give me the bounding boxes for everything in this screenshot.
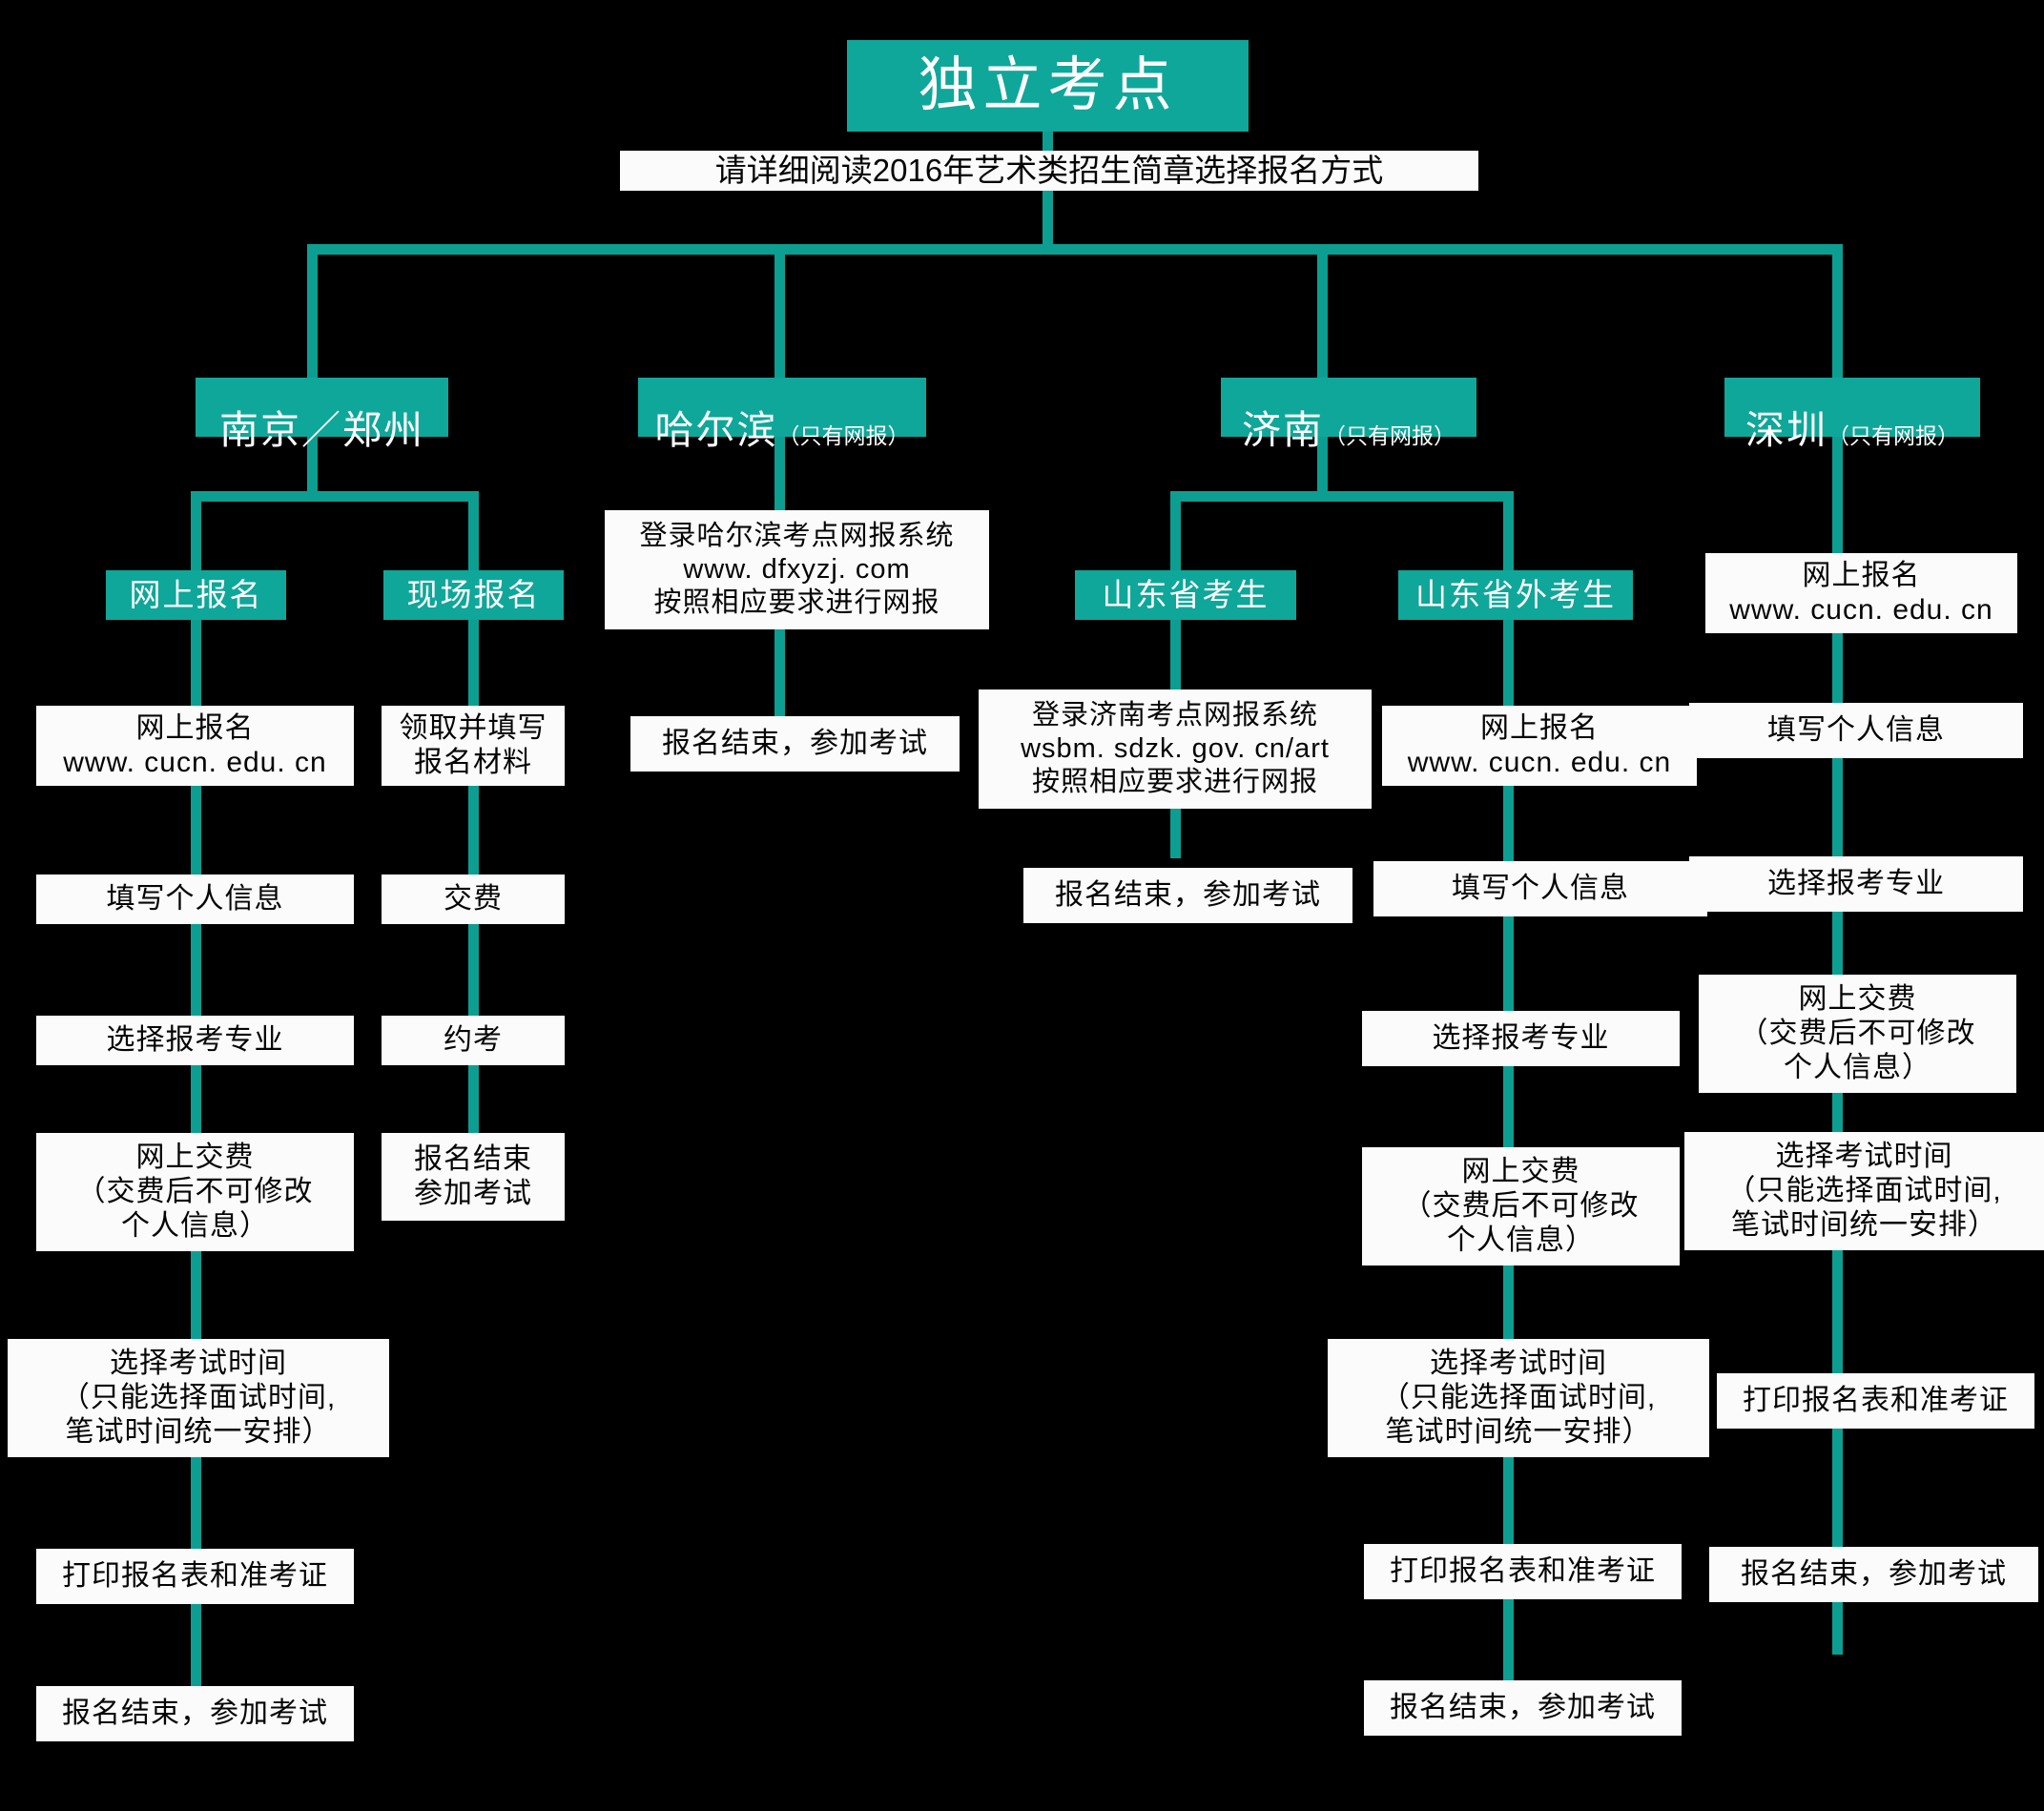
step-nanjing-onsite-2: 交费 <box>382 875 565 924</box>
step-shenzhen-4: 网上交费 （交费后不可修改 个人信息） <box>1699 975 2016 1093</box>
step-nanjing-onsite-3-text: 约考 <box>444 1024 503 1056</box>
step-jinan-outside-5: 选择考试时间 （只能选择面试时间, 笔试时间统一安排） <box>1328 1339 1709 1457</box>
step-jinan-outside-7-text: 报名结束，参加考试 <box>1390 1692 1656 1723</box>
step-jinan-outside-1: 网上报名 www. cucn. edu. cn <box>1382 706 1697 786</box>
branch-header-shenzhen[interactable]: 深圳（只有网报） <box>1724 378 1980 452</box>
connector-jinan-split-bus <box>1170 491 1514 502</box>
step-nanjing-online-7-text: 报名结束，参加考试 <box>62 1698 328 1729</box>
step-jinan-inside-2-text: 报名结束，参加考试 <box>1055 879 1321 911</box>
step-nanjing-onsite-3: 约考 <box>382 1016 565 1065</box>
step-nanjing-online-4-text: 网上交费 （交费后不可修改 个人信息） <box>76 1142 314 1242</box>
branch-header-nanjing-label: 南京／郑州 <box>219 408 424 452</box>
connector-jinan-outside-drop <box>1503 491 1514 601</box>
step-shenzhen-7-text: 报名结束，参加考试 <box>1741 1558 2007 1590</box>
step-shenzhen-4-text: 网上交费 （交费后不可修改 个人信息） <box>1739 983 1976 1083</box>
connector-nanjing-onsite-spine <box>468 591 479 1144</box>
step-nanjing-onsite-1: 领取并填写 报名材料 <box>382 706 565 786</box>
step-jinan-outside-5-text: 选择考试时间 （只能选择面试时间, 笔试时间统一安排） <box>1380 1348 1657 1448</box>
step-harbin-1-text: 登录哈尔滨考点网报系统 www. dfxyzj. com 按照相应要求进行网报 <box>639 521 955 618</box>
connector-title-to-subtitle <box>1043 130 1053 154</box>
step-jinan-outside-3-text: 选择报考专业 <box>1432 1022 1610 1054</box>
step-shenzhen-1-text: 网上报名 www. cucn. edu. cn <box>1729 560 1993 626</box>
branch-header-shenzhen-label: 深圳 <box>1745 408 1827 452</box>
step-shenzhen-5: 选择考试时间 （只能选择面试时间, 笔试时间统一安排） <box>1684 1132 2044 1250</box>
branch-header-nanjing-online-label: 网上报名 <box>129 577 263 613</box>
branch-header-jinan-inside[interactable]: 山东省考生 <box>1075 570 1296 620</box>
step-nanjing-online-6-text: 打印报名表和准考证 <box>62 1560 328 1592</box>
branch-header-jinan-outside-label: 山东省外考生 <box>1415 577 1616 613</box>
branch-header-jinan-outside[interactable]: 山东省外考生 <box>1398 570 1633 620</box>
step-nanjing-online-2: 填写个人信息 <box>36 875 354 924</box>
connector-nanjing-split-bus <box>191 491 479 502</box>
step-jinan-outside-2-text: 填写个人信息 <box>1452 873 1629 904</box>
step-nanjing-online-1: 网上报名 www. cucn. edu. cn <box>36 706 354 786</box>
step-jinan-outside-4: 网上交费 （交费后不可修改 个人信息） <box>1362 1147 1680 1266</box>
branch-header-shenzhen-note: （只有网报） <box>1827 423 1959 448</box>
diagram-title: 独立考点 <box>847 40 1249 132</box>
step-nanjing-online-3-text: 选择报考专业 <box>106 1024 284 1056</box>
connector-nanjing-online-drop <box>191 491 201 601</box>
step-jinan-inside-2: 报名结束，参加考试 <box>1023 868 1352 923</box>
connector-jinan-down <box>1317 434 1328 496</box>
connector-jinan-inside-drop <box>1170 491 1181 601</box>
branch-header-jinan-inside-label: 山东省考生 <box>1102 577 1270 613</box>
diagram-title-text: 独立考点 <box>918 51 1178 118</box>
connector-bus-to-shenzhen <box>1832 244 1843 378</box>
step-nanjing-onsite-2-text: 交费 <box>444 883 503 915</box>
connector-bus-to-jinan <box>1317 244 1328 378</box>
step-harbin-1: 登录哈尔滨考点网报系统 www. dfxyzj. com 按照相应要求进行网报 <box>605 510 989 629</box>
step-harbin-2-text: 报名结束，参加考试 <box>662 728 928 759</box>
step-nanjing-onsite-4: 报名结束 参加考试 <box>382 1133 565 1221</box>
branch-header-harbin-label: 哈尔滨 <box>654 408 778 452</box>
branch-header-jinan-note: （只有网报） <box>1324 423 1456 448</box>
step-shenzhen-5-text: 选择考试时间 （只能选择面试时间, 笔试时间统一安排） <box>1726 1141 2002 1241</box>
step-jinan-outside-3: 选择报考专业 <box>1362 1011 1680 1066</box>
branch-header-harbin[interactable]: 哈尔滨（只有网报） <box>638 378 926 452</box>
connector-main-bus <box>307 244 1843 255</box>
step-nanjing-online-5: 选择考试时间 （只能选择面试时间, 笔试时间统一安排） <box>8 1339 389 1457</box>
step-shenzhen-6: 打印报名表和准考证 <box>1717 1373 2034 1429</box>
step-nanjing-online-3: 选择报考专业 <box>36 1016 354 1065</box>
step-shenzhen-2-text: 填写个人信息 <box>1767 714 1945 746</box>
branch-header-nanjing[interactable]: 南京／郑州 <box>196 378 448 452</box>
connector-bus-to-harbin <box>774 244 785 378</box>
step-jinan-inside-1-text: 登录济南考点网报系统 wsbm. sdzk. gov. cn/art 按照相应要… <box>1021 700 1330 797</box>
step-shenzhen-1: 网上报名 www. cucn. edu. cn <box>1705 553 2017 633</box>
step-jinan-outside-4-text: 网上交费 （交费后不可修改 个人信息） <box>1402 1156 1640 1256</box>
step-nanjing-onsite-1-text: 领取并填写 报名材料 <box>399 712 547 778</box>
step-shenzhen-6-text: 打印报名表和准考证 <box>1743 1385 2009 1416</box>
step-nanjing-online-4: 网上交费 （交费后不可修改 个人信息） <box>36 1133 354 1251</box>
step-shenzhen-7: 报名结束，参加考试 <box>1709 1547 2038 1602</box>
step-shenzhen-3-text: 选择报考专业 <box>1767 868 1945 899</box>
step-nanjing-online-2-text: 填写个人信息 <box>106 883 284 915</box>
step-jinan-outside-1-text: 网上报名 www. cucn. edu. cn <box>1407 712 1672 778</box>
step-shenzhen-3: 选择报考专业 <box>1689 856 2023 912</box>
step-nanjing-online-6: 打印报名表和准考证 <box>36 1549 354 1604</box>
step-jinan-outside-6-text: 打印报名表和准考证 <box>1390 1555 1656 1587</box>
connector-bus-to-nanjing <box>307 244 318 378</box>
step-nanjing-onsite-4-text: 报名结束 参加考试 <box>414 1143 532 1209</box>
branch-header-nanjing-online[interactable]: 网上报名 <box>106 570 286 620</box>
branch-header-harbin-note: （只有网报） <box>777 423 910 448</box>
diagram-subtitle: 请详细阅读2016年艺术类招生简章选择报名方式 <box>620 151 1478 191</box>
diagram-subtitle-text: 请详细阅读2016年艺术类招生简章选择报名方式 <box>714 153 1384 189</box>
step-shenzhen-2: 填写个人信息 <box>1689 703 2023 758</box>
step-nanjing-online-5-text: 选择考试时间 （只能选择面试时间, 笔试时间统一安排） <box>60 1348 337 1448</box>
branch-header-jinan[interactable]: 济南（只有网报） <box>1221 378 1476 452</box>
connector-nanjing-onsite-drop <box>468 491 479 601</box>
step-harbin-2: 报名结束，参加考试 <box>630 716 960 772</box>
connector-nanjing-down <box>307 434 318 496</box>
branch-header-nanjing-onsite[interactable]: 现场报名 <box>383 570 564 620</box>
step-jinan-inside-1: 登录济南考点网报系统 wsbm. sdzk. gov. cn/art 按照相应要… <box>979 689 1372 809</box>
step-jinan-outside-6: 打印报名表和准考证 <box>1364 1544 1682 1599</box>
step-nanjing-online-1-text: 网上报名 www. cucn. edu. cn <box>63 712 327 778</box>
step-nanjing-online-7: 报名结束，参加考试 <box>36 1686 354 1741</box>
connector-subtitle-down <box>1043 187 1053 249</box>
step-jinan-outside-2: 填写个人信息 <box>1373 861 1707 916</box>
step-jinan-outside-7: 报名结束，参加考试 <box>1364 1680 1682 1736</box>
branch-header-nanjing-onsite-label: 现场报名 <box>406 577 541 613</box>
branch-header-jinan-label: 济南 <box>1242 408 1324 452</box>
